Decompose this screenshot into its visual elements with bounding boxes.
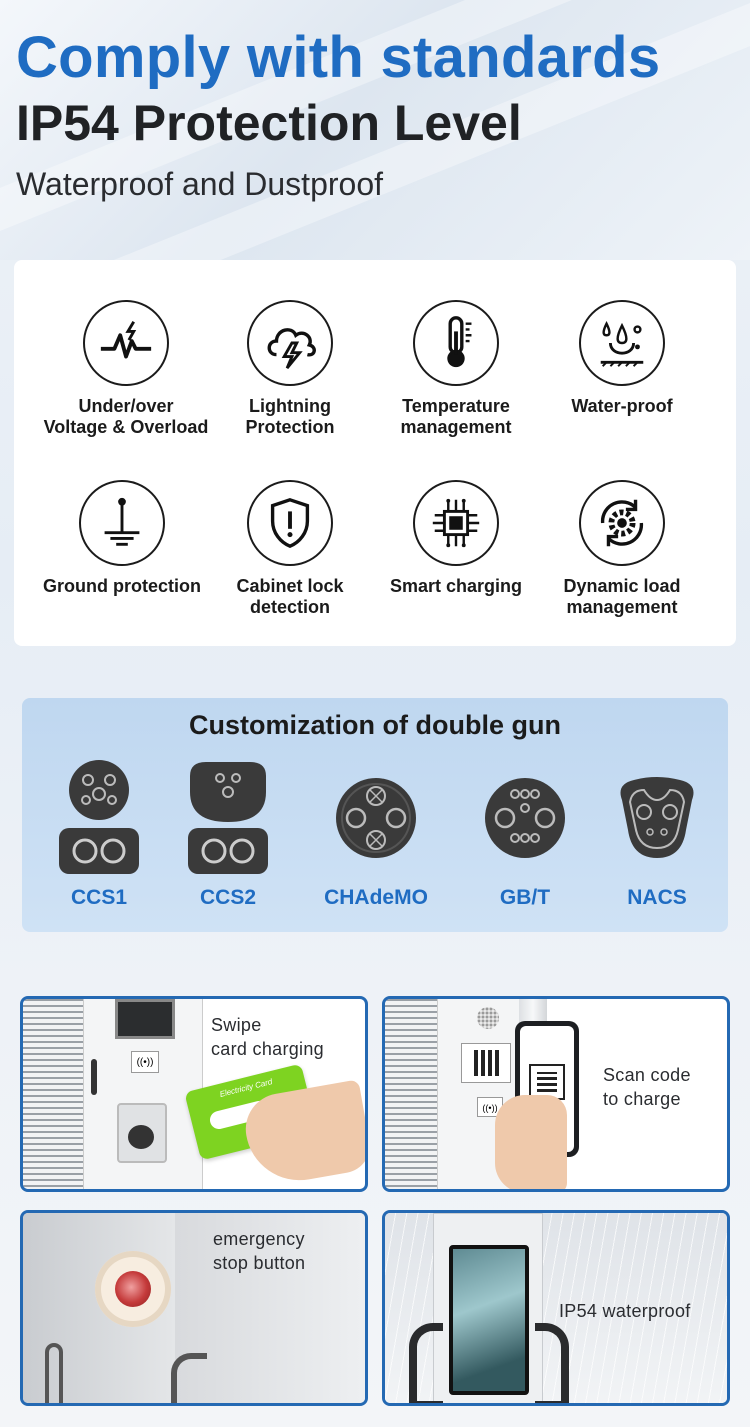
gun-label: CCS1 [70, 886, 128, 909]
chip-icon [413, 480, 499, 566]
gun-label: CCS2 [199, 886, 257, 909]
caption-line: stop button [213, 1253, 306, 1273]
feature-label: Cabinet lock [236, 576, 344, 596]
caption-line: IP54 waterproof [559, 1301, 691, 1321]
feature-label: Smart charging [389, 576, 523, 596]
nfc-icon: ((•)) [131, 1051, 159, 1073]
shield-alert-icon [247, 480, 333, 566]
subheadline: IP54 Protection Level [16, 95, 522, 151]
ccs2-connector-icon [188, 762, 268, 874]
caption-line: Scan code [603, 1065, 691, 1085]
caption-line: to charge [603, 1089, 681, 1109]
charging-cable-left [409, 1323, 443, 1403]
feature-label: Under/over [78, 396, 174, 416]
feature-label: Protection [245, 417, 335, 437]
feature-label: management [566, 597, 678, 617]
caption-line: emergency [213, 1229, 305, 1249]
hand-image [495, 1095, 567, 1189]
feature-item: Ground protection [32, 480, 212, 597]
charging-socket-icon [128, 1125, 154, 1149]
swipe-card-panel: ((•)) Electricity Card Swipe card chargin… [20, 996, 368, 1192]
gun-panel-title: Customization of double gun [189, 710, 561, 740]
feature-label: Temperature [402, 396, 510, 416]
gun-item: CHAdeMO [311, 760, 441, 910]
gun-label: NACS [627, 886, 687, 909]
gun-item: GB/T [460, 760, 590, 910]
lightning-cloud-icon [247, 300, 333, 386]
feature-label: Water-proof [571, 396, 673, 416]
ip54-waterproof-panel: IP54 waterproof [382, 1210, 730, 1406]
feature-item: Smart charging [366, 480, 546, 597]
voltage-wave-icon [83, 300, 169, 386]
water-drops-icon [579, 300, 665, 386]
gun-label: CHAdeMO [324, 886, 428, 909]
feature-label: detection [249, 597, 330, 617]
caption-line: card charging [211, 1039, 324, 1059]
feature-label: Lightning [249, 396, 331, 416]
tagline: Waterproof and Dustproof [16, 166, 383, 202]
ccs1-connector-icon [59, 760, 139, 874]
emergency-stop-button [95, 1251, 171, 1327]
hero-banner: Comply with standards IP54 Protection Le… [0, 0, 750, 260]
gear-cycle-icon [579, 480, 665, 566]
feature-label: Dynamic load [563, 576, 681, 596]
headline: Comply with standards [16, 25, 661, 90]
chademo-connector-icon [336, 778, 416, 858]
display-screen [449, 1245, 529, 1395]
ground-symbol-icon [79, 480, 165, 566]
caption-line: Swipe [211, 1015, 262, 1035]
gun-item: CCS2 [163, 760, 293, 910]
charging-cable-right [535, 1323, 569, 1403]
gun-item: NACS [592, 760, 722, 910]
feature-label: management [400, 417, 512, 437]
feature-label: Voltage & Overload [43, 417, 209, 437]
gbt-connector-icon [485, 778, 565, 858]
gun-item: CCS1 [34, 760, 164, 910]
feature-label: Ground protection [43, 576, 201, 596]
qr-code-icon [461, 1043, 511, 1083]
nacs-connector-icon [620, 777, 694, 858]
gun-label: GB/T [499, 886, 551, 909]
card-text: Electricity Card [218, 1077, 274, 1099]
feature-item: Water-proof [532, 300, 712, 417]
emergency-stop-panel: emergency stop button [20, 1210, 368, 1406]
thermometer-icon [413, 300, 499, 386]
double-gun-panel: Customization of double gun CCS1 CCS2 CH… [22, 698, 728, 932]
